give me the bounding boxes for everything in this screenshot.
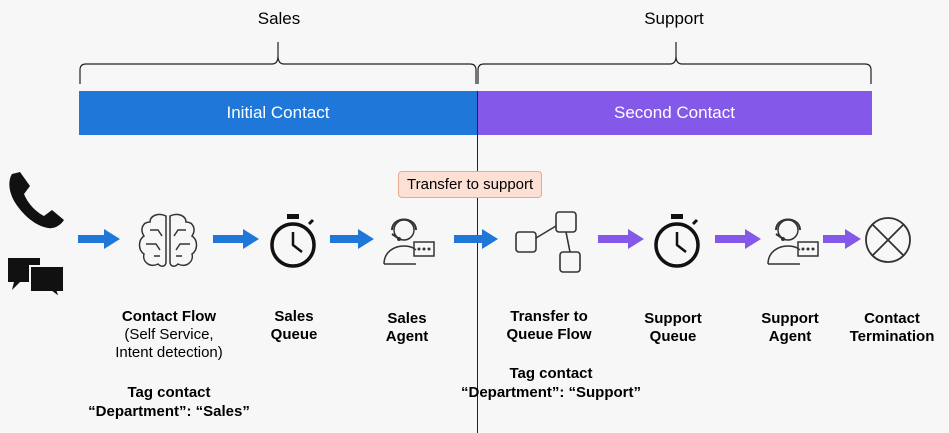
support-brace <box>477 42 872 84</box>
arrow-3 <box>330 229 374 249</box>
transfer-badge: Transfer to support <box>398 171 543 198</box>
agent-headset-icon <box>767 218 819 265</box>
phase-braces <box>79 42 872 84</box>
node-contact-flow: Contact Flow (Self Service, Intent detec… <box>94 308 244 362</box>
arrow-7 <box>823 229 861 249</box>
node-title: Agent <box>768 328 812 345</box>
tag-line: “Department”: “Sales” <box>88 403 250 420</box>
chat-icon <box>8 258 65 301</box>
tag-line: Tag contact <box>127 384 211 401</box>
node-support-agent: Support Agent <box>745 310 835 346</box>
divider-line <box>477 91 478 433</box>
node-title: Queue <box>270 326 318 343</box>
node-title: Sales <box>274 308 314 325</box>
node-termination: Contact Termination <box>840 310 944 346</box>
arrow-5 <box>598 229 644 249</box>
tag-support: Tag contact “Department”: “Support” <box>446 364 656 402</box>
node-support-queue: Support Queue <box>628 310 718 346</box>
brain-icon <box>138 213 198 267</box>
node-title: Sales <box>387 310 427 327</box>
flow-arrows <box>78 229 861 249</box>
phase-label-support: Support <box>644 9 704 28</box>
phase-label-sales: Sales <box>257 9 301 28</box>
tag-sales: Tag contact “Department”: “Sales” <box>64 383 274 421</box>
node-title: Queue <box>649 328 697 345</box>
node-title: Agent <box>385 328 429 345</box>
node-sales-queue: Sales Queue <box>249 308 339 344</box>
node-title: Support <box>644 310 702 327</box>
node-transfer-flow: Transfer to Queue Flow <box>494 308 604 344</box>
node-title: Transfer to <box>510 308 588 325</box>
node-title: Contact <box>864 310 920 327</box>
arrow-1 <box>78 229 120 249</box>
node-subtitle: (Self Service, <box>124 326 214 343</box>
node-title: Support <box>761 310 819 327</box>
band-initial-contact: Initial Contact <box>79 91 477 135</box>
tag-line: Tag contact <box>509 365 593 382</box>
band-second-contact: Second Contact <box>477 91 872 135</box>
arrow-4 <box>454 229 498 249</box>
tag-line: “Department”: “Support” <box>461 384 641 401</box>
flow-blocks-icon <box>515 211 581 273</box>
stopwatch-icon <box>270 214 316 268</box>
node-title: Termination <box>849 328 935 345</box>
node-title: Contact Flow <box>121 308 217 325</box>
sales-brace <box>79 42 477 84</box>
phone-icon <box>9 172 65 229</box>
stopwatch-icon <box>654 214 700 268</box>
node-sales-agent: Sales Agent <box>362 310 452 346</box>
x-circle-icon <box>865 217 911 263</box>
arrow-6 <box>715 229 761 249</box>
node-subtitle: Intent detection) <box>115 344 223 361</box>
node-title: Queue Flow <box>506 326 592 343</box>
agent-headset-icon <box>383 218 435 265</box>
arrow-2 <box>213 229 259 249</box>
